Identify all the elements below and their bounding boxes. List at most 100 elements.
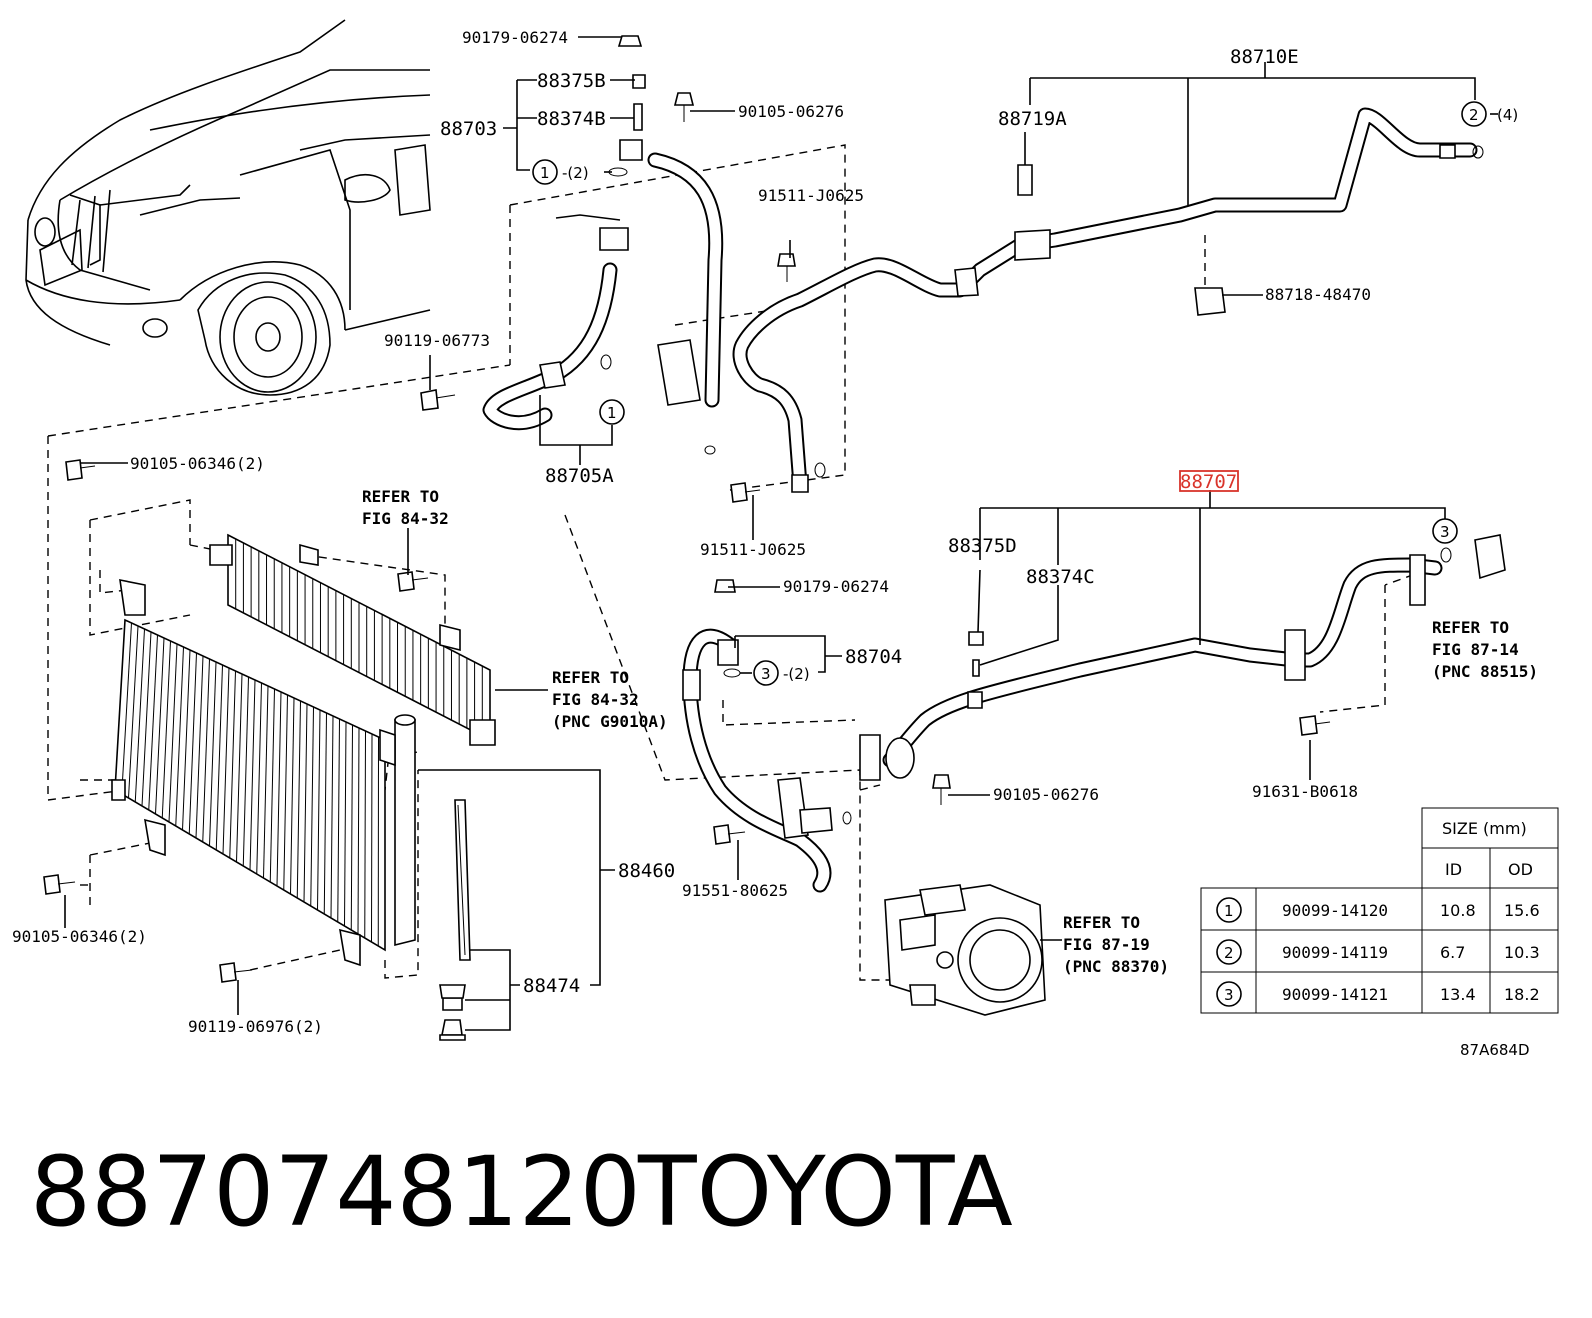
label-refer-r-c: (PNC 88515) [1432,662,1538,681]
label-refer1-b: FIG 84-32 [362,509,449,528]
condenser-fin [141,631,152,807]
marker-3-mid-num: 3 [761,665,771,683]
label-90105-06276-right: 90105-06276 [993,785,1099,804]
condenser-fin [134,628,145,803]
label-91511-J0625-top: 91511-J0625 [758,186,864,205]
fasteners [43,35,1484,983]
condenser-fin [195,655,204,839]
table-row-marker [1216,939,1242,965]
table-row-id: 6.7 [1440,943,1465,962]
condenser-fin [364,730,366,939]
table-row-od: 15.6 [1504,901,1540,920]
radiator-assembly [209,533,496,746]
condenser-fin [310,706,314,907]
label-88718-48470: 88718-48470 [1265,285,1371,304]
marker-2-top [1461,101,1487,127]
condenser-fin [371,733,373,943]
label-88374C: 88374C [1026,566,1095,588]
label-c3-qty: -(2) [783,665,810,683]
marker-1-mid-num: 1 [607,404,617,422]
size-header: SIZE (mm) [1442,819,1527,838]
label-88375B: 88375B [537,70,606,92]
table-row-marker [1216,981,1242,1007]
label-88719A: 88719A [998,108,1067,130]
callout-labels: 90179-06274 88375B 88703 88374B 1 -(2) 9… [12,28,1538,1036]
label-refer-r-a: REFER TO [1432,618,1509,637]
label-91551-80625: 91551-80625 [682,881,788,900]
label-refer2-b: FIG 84-32 [552,690,639,709]
label-refer2-c: (PNC G9010A) [552,712,668,731]
condenser-fin [222,667,230,855]
condenser-fin [202,658,210,843]
label-90105-06346-mid: 90105-06346(2) [130,454,265,473]
hose-assemblies [482,107,1506,893]
footer-part-number: 8870748120 [30,1136,641,1248]
condenser-fin [296,700,301,899]
highlight-box-88707 [1179,470,1239,492]
condenser-fin [188,652,197,835]
condenser-fin [161,640,171,819]
marker-1-top-num: 1 [540,164,550,182]
table-row-mark: 1 [1224,902,1234,920]
condenser-fin [155,637,165,815]
label-88705A: 88705A [545,465,614,487]
condenser-fin [249,679,256,871]
label-refer3-a: REFER TO [1063,913,1140,932]
condenser-fin [283,694,288,891]
label-88375D: 88375D [948,535,1017,557]
table-row-id: 13.4 [1440,985,1476,1004]
label-91631-B0618: 91631-B0618 [1252,782,1358,801]
label-91511-J0625-bot: 91511-J0625 [700,540,806,559]
condenser-fin [344,721,347,927]
compressor [884,884,1046,1016]
condenser-fin [215,664,223,851]
condenser-assembly [111,578,416,967]
seal-strip [439,799,471,1041]
leader-lines [64,36,1498,1031]
label-refer3-b: FIG 87-19 [1063,935,1150,954]
label-90105-06346-bot: 90105-06346(2) [12,927,147,946]
table-row-od: 10.3 [1504,943,1540,962]
condenser-fin [357,727,360,935]
vehicle-illustration [25,19,431,396]
label-90179-06274-top: 90179-06274 [462,28,568,47]
footer-brand: TOYOTA [637,1136,1013,1248]
condenser-fin [182,649,191,831]
condenser-fin [303,703,308,903]
table-row-od: 18.2 [1504,985,1540,1004]
label-refer-r-b: FIG 87-14 [1432,640,1519,659]
label-90179-06274-mid: 90179-06274 [783,577,889,596]
condenser-fin [256,682,262,875]
marker-1-top [532,159,558,185]
marker-3-top-num: 3 [1440,523,1450,541]
condenser-fin [128,625,139,799]
label-88374B: 88374B [537,108,606,130]
condenser-fin [209,661,217,847]
condenser-fin [337,718,340,923]
col-id: ID [1445,860,1462,879]
condenser-fin [269,688,275,883]
label-88703: 88703 [440,118,497,140]
label-c2-qty: (4) [1497,106,1518,124]
condenser-fin [175,646,184,827]
label-90119-06773: 90119-06773 [384,331,490,350]
condenser-fin [276,691,282,887]
label-refer3-c: (PNC 88370) [1063,957,1169,976]
condenser-fin [317,709,321,911]
label-refer1-a: REFER TO [362,487,439,506]
condenser-fin [242,676,249,867]
condenser-fin [236,673,243,863]
condenser-fin [263,685,269,879]
marker-3-top [1432,518,1458,544]
condenser-fin [330,715,334,919]
label-88460: 88460 [618,860,675,882]
label-88707: 88707 [1180,471,1237,493]
label-90105-06276-top: 90105-06276 [738,102,844,121]
label-c1-qty: -(2) [562,164,589,182]
condenser-fin [350,724,353,931]
table-row-part: 90099-14121 [1282,985,1388,1004]
label-refer2-a: REFER TO [552,668,629,687]
condenser-fin [121,622,132,795]
